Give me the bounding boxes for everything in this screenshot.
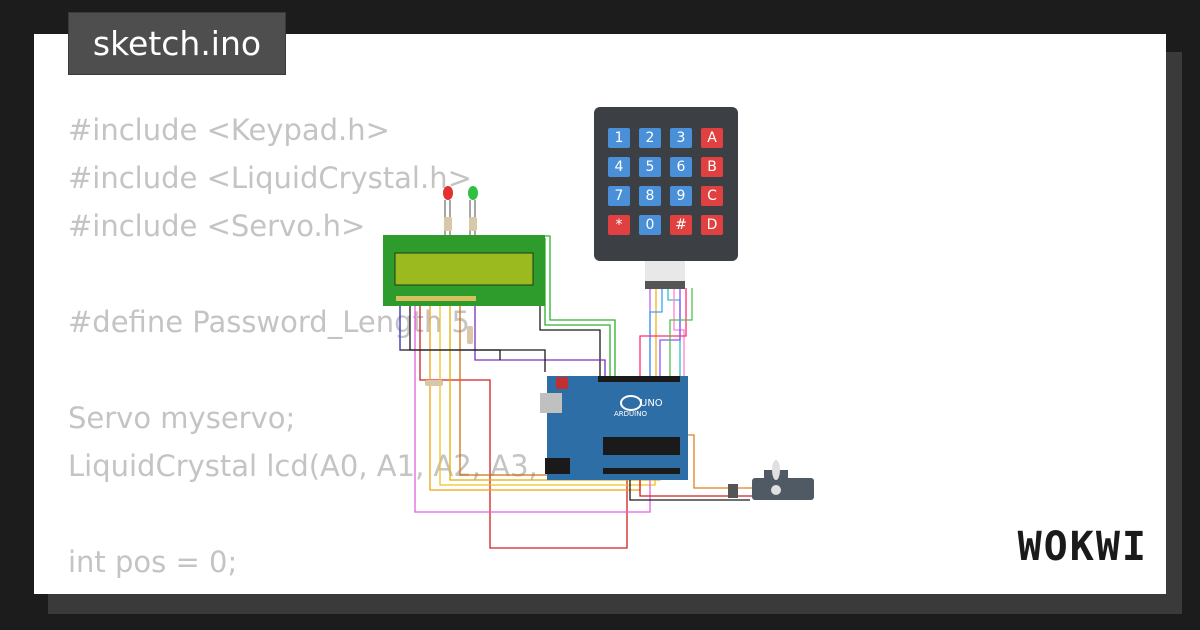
keypad-key-4[interactable]: 4 [608,157,630,177]
servo-motor[interactable] [728,460,814,500]
keypad-key-7[interactable]: 7 [608,186,630,206]
keypad-key-2[interactable]: 2 [639,128,661,148]
keypad-key-label: 9 [677,188,686,204]
board-name: UNO [640,398,663,409]
keypad-key-1[interactable]: 1 [608,128,630,148]
code-preview: #include <Keypad.h> #include <LiquidCrys… [68,113,663,594]
keypad-key-label: B [707,159,717,175]
keypad-key-#[interactable]: # [670,215,692,235]
membrane-keypad[interactable]: 1 2 3 A 4 5 6 B 7 8 9 C * 0 # D [594,107,738,289]
file-title: sketch.ino [68,12,286,75]
keypad-key-3[interactable]: 3 [670,128,692,148]
keypad-key-label: 3 [677,130,686,146]
resistor[interactable] [425,380,443,386]
keypad-key-*[interactable]: * [608,215,630,235]
keypad-key-label: 8 [646,188,655,204]
keypad-key-label: D [707,217,718,233]
keypad-key-0[interactable]: 0 [639,215,661,235]
keypad-key-A[interactable]: A [701,128,723,148]
lcd-1602[interactable] [383,235,545,306]
keypad-key-label: * [616,217,623,233]
keypad-key-8[interactable]: 8 [639,186,661,206]
keypad-key-label: 5 [646,159,655,175]
keypad-key-5[interactable]: 5 [639,157,661,177]
keypad-key-label: C [707,188,717,204]
keypad-key-C[interactable]: C [701,186,723,206]
keypad-key-D[interactable]: D [701,215,723,235]
wokwi-logo: WOKWI [1017,524,1148,570]
keypad-key-label: 2 [646,130,655,146]
resistor[interactable] [467,326,473,344]
keypad-key-label: # [675,217,687,233]
keypad-key-label: A [707,130,717,146]
keypad-key-B[interactable]: B [701,157,723,177]
keypad-key-6[interactable]: 6 [670,157,692,177]
board-brand: ARDUINO [614,410,647,418]
keypad-key-label: 1 [615,130,624,146]
keypad-key-label: 0 [646,217,655,233]
keypad-key-label: 4 [615,159,624,175]
arduino-uno[interactable]: UNO ARDUINO [540,376,688,480]
green-led[interactable] [468,186,478,240]
keypad-key-9[interactable]: 9 [670,186,692,206]
keypad-key-label: 7 [615,188,624,204]
red-led[interactable] [443,186,453,240]
keypad-key-label: 6 [677,159,686,175]
